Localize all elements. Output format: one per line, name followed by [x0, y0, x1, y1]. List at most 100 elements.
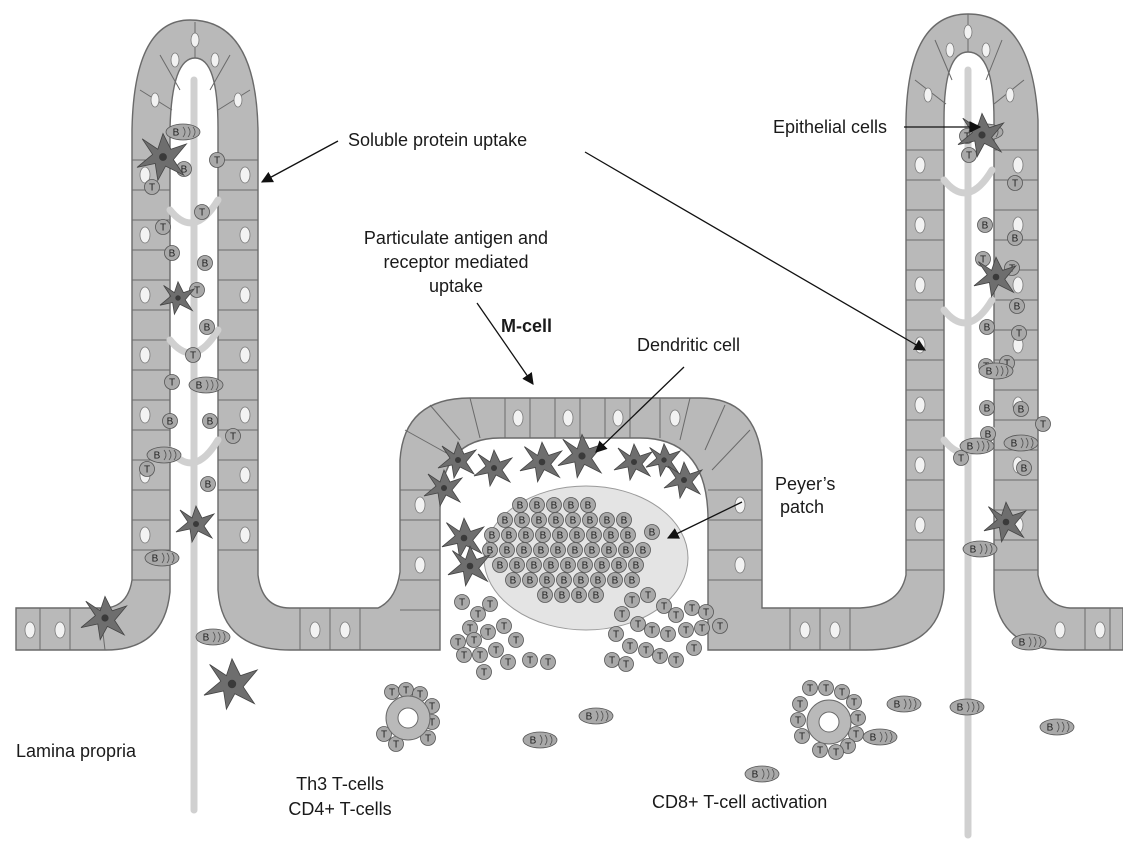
plasma-cell: B	[189, 377, 223, 393]
svg-text:T: T	[799, 732, 805, 743]
svg-text:B: B	[633, 561, 640, 572]
svg-text:T: T	[853, 730, 859, 741]
svg-text:B: B	[542, 591, 549, 602]
t-cell: T	[851, 711, 866, 726]
b-cell: B	[203, 414, 218, 429]
svg-text:B: B	[504, 546, 511, 557]
svg-text:T: T	[635, 620, 641, 631]
label-soluble: Soluble protein uptake	[348, 130, 527, 150]
b-cell: B	[600, 513, 615, 528]
t-cell: T	[471, 607, 486, 622]
svg-text:B: B	[608, 531, 615, 542]
svg-text:T: T	[795, 716, 801, 727]
svg-text:T: T	[613, 630, 619, 641]
t-cell: T	[489, 643, 504, 658]
b-cell: B	[980, 401, 995, 416]
t-cell: T	[669, 653, 684, 668]
b-cell: B	[1010, 299, 1025, 314]
t-cell: T	[639, 643, 654, 658]
t-cell: T	[631, 617, 646, 632]
b-cell: B	[551, 543, 566, 558]
svg-text:B: B	[1047, 723, 1054, 734]
svg-text:T: T	[1016, 329, 1022, 340]
svg-text:B: B	[570, 516, 577, 527]
svg-text:B: B	[204, 323, 211, 334]
svg-text:T: T	[958, 454, 964, 465]
svg-text:B: B	[752, 770, 759, 781]
t-cell: T	[509, 633, 524, 648]
svg-text:B: B	[561, 576, 568, 587]
svg-text:B: B	[1012, 234, 1019, 245]
b-cell: B	[570, 528, 585, 543]
svg-text:T: T	[817, 746, 823, 757]
b-cell: B	[608, 573, 623, 588]
svg-text:B: B	[536, 516, 543, 527]
svg-text:T: T	[845, 742, 851, 753]
dendritic-cell	[442, 518, 484, 558]
label-th3-2: CD4+ T-cells	[288, 799, 391, 819]
svg-text:T: T	[839, 688, 845, 699]
svg-text:B: B	[576, 591, 583, 602]
t-cell: T	[615, 607, 630, 622]
b-cell: B	[645, 525, 660, 540]
svg-text:B: B	[497, 561, 504, 572]
t-cell: T	[791, 713, 806, 728]
t-cell: T	[523, 653, 538, 668]
svg-text:B: B	[568, 501, 575, 512]
svg-text:B: B	[967, 442, 974, 453]
svg-text:B: B	[984, 404, 991, 415]
svg-text:B: B	[506, 531, 513, 542]
svg-text:T: T	[230, 432, 236, 443]
b-cell: B	[587, 528, 602, 543]
t-cell: T	[385, 685, 400, 700]
svg-text:T: T	[481, 668, 487, 679]
t-cell: T	[165, 375, 180, 390]
b-cell: B	[536, 528, 551, 543]
b-cell: B	[540, 573, 555, 588]
arrows	[262, 127, 980, 538]
follicle-right	[807, 700, 851, 744]
t-cell: T	[623, 639, 638, 654]
plasma-cell: B	[979, 363, 1013, 379]
svg-text:T: T	[160, 223, 166, 234]
svg-text:B: B	[986, 367, 993, 378]
label-mcell: M-cell	[501, 316, 552, 336]
svg-text:T: T	[144, 465, 150, 476]
svg-text:B: B	[521, 546, 528, 557]
svg-text:T: T	[429, 702, 435, 713]
b-cell: B	[978, 218, 993, 233]
svg-text:T: T	[389, 688, 395, 699]
dendritic-cell	[558, 434, 604, 477]
dendritic-cell	[176, 506, 214, 542]
svg-text:B: B	[489, 531, 496, 542]
svg-text:B: B	[599, 561, 606, 572]
svg-text:T: T	[194, 286, 200, 297]
t-cell: T	[669, 608, 684, 623]
t-cell: T	[1012, 326, 1027, 341]
b-cell: B	[566, 513, 581, 528]
svg-text:B: B	[589, 546, 596, 557]
b-cell: B	[527, 558, 542, 573]
b-cell: B	[583, 513, 598, 528]
b-cell: B	[555, 588, 570, 603]
svg-text:B: B	[196, 381, 203, 392]
plasma-cell: B	[166, 124, 200, 140]
svg-text:B: B	[984, 323, 991, 334]
svg-text:B: B	[152, 554, 159, 565]
label-epithelial: Epithelial cells	[773, 117, 887, 137]
svg-text:B: B	[531, 561, 538, 572]
svg-text:B: B	[502, 516, 509, 527]
b-cell: B	[513, 498, 528, 513]
plasma-cell: B	[145, 550, 179, 566]
dendritic-cell	[474, 450, 512, 486]
svg-text:T: T	[703, 608, 709, 619]
b-cell: B	[544, 558, 559, 573]
svg-text:T: T	[689, 604, 695, 615]
label-particulate-3: uptake	[429, 276, 483, 296]
b-cell: B	[165, 246, 180, 261]
svg-text:B: B	[555, 546, 562, 557]
svg-text:B: B	[1019, 638, 1026, 649]
t-cell: T	[399, 683, 414, 698]
svg-text:B: B	[982, 221, 989, 232]
b-cell: B	[564, 498, 579, 513]
